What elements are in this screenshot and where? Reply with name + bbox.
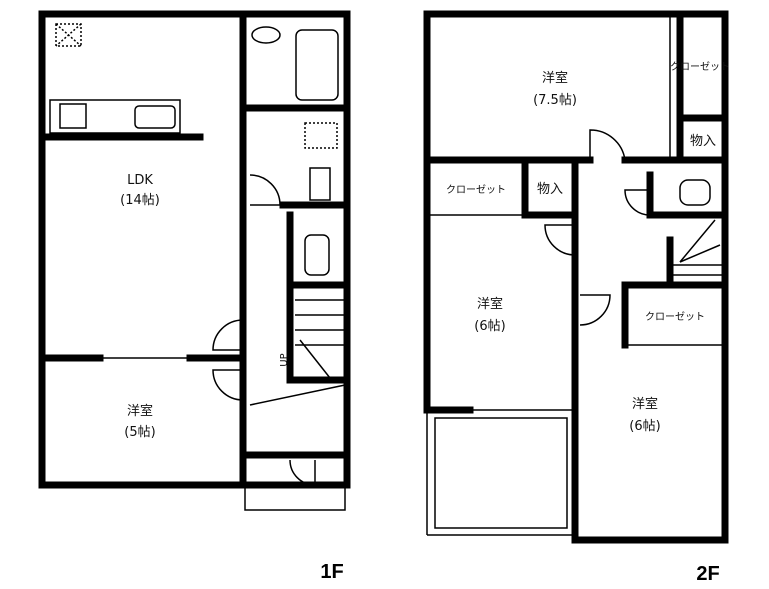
room-size-western-c: (6帖) xyxy=(629,419,660,434)
door xyxy=(579,294,611,326)
room-label-western: 洋室 xyxy=(127,403,153,419)
door xyxy=(249,174,281,206)
floor-label-2f: 2F xyxy=(696,563,719,585)
door xyxy=(589,129,626,161)
room-size-western-a: (7.5帖) xyxy=(533,93,577,108)
kitchen-counter xyxy=(49,99,181,134)
room-size-western-b: (6帖) xyxy=(474,319,505,334)
exterior-wall xyxy=(38,10,351,489)
door xyxy=(212,319,244,351)
storage-label-b: 物入 xyxy=(537,182,563,197)
toilet-icon xyxy=(679,179,711,206)
room-label-western-b: 洋室 xyxy=(477,296,503,312)
balcony xyxy=(434,417,568,529)
door xyxy=(212,369,244,401)
room-label-ldk: LDK xyxy=(127,173,153,188)
bath-basin-icon xyxy=(251,26,281,44)
sink-icon xyxy=(134,105,176,129)
storage-x-icon xyxy=(55,23,82,47)
floor-label-1f: 1F xyxy=(320,561,343,583)
room-label-western-c: 洋室 xyxy=(632,396,658,412)
closet-label-b: クローゼット xyxy=(446,184,506,196)
entrance-door xyxy=(289,459,316,486)
storage-label-a: 物入 xyxy=(690,134,716,149)
closet-label-c: クローゼット xyxy=(645,311,705,323)
stairs xyxy=(672,219,722,276)
laundry-x-icon xyxy=(304,122,338,149)
door xyxy=(624,189,651,216)
door xyxy=(544,224,576,256)
stairs xyxy=(295,299,345,379)
room-label-western-a: 洋室 xyxy=(542,70,568,86)
stairs-up-label: UP xyxy=(279,353,290,366)
bathtub-icon xyxy=(295,29,339,101)
toilet-icon xyxy=(304,234,330,276)
floor-1-plan: LDK (14帖) 洋室 (5帖) UP 1F xyxy=(38,10,351,583)
closet-label-a: クローゼット xyxy=(670,61,730,73)
room-size-ldk: (14帖) xyxy=(120,193,160,208)
stove-icon xyxy=(59,103,87,129)
entrance xyxy=(244,454,346,511)
room-size-western: (5帖) xyxy=(124,425,155,440)
washbasin-icon xyxy=(309,167,331,201)
floor-2-plan: 洋室 (7.5帖) クローゼット 物入 クローゼット 物入 洋室 (6帖) クロ… xyxy=(423,10,730,585)
